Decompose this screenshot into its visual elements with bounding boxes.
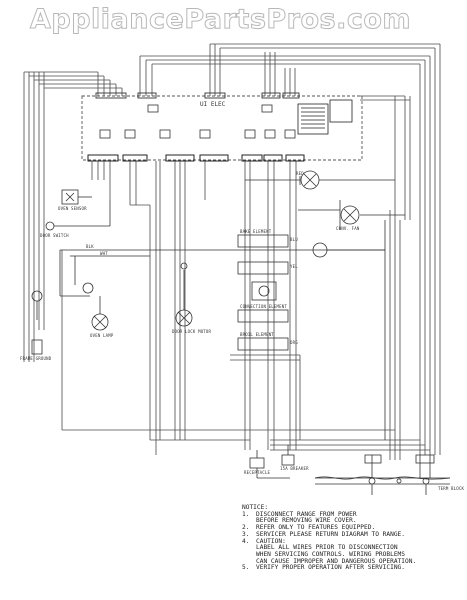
element-stack <box>237 176 340 351</box>
receptacle <box>249 450 290 479</box>
breaker-label: 15A BREAKER <box>280 466 309 471</box>
notice-title: NOTICE: <box>242 504 269 511</box>
notice-item: 4.CAUTION: <box>242 537 286 545</box>
convection-fan <box>300 170 395 190</box>
wire-color-label: YEL <box>290 264 298 269</box>
frame-ground <box>31 290 43 355</box>
terminal-block-label: TERM BLOCK <box>438 486 465 491</box>
receptacle-label: RECEPTACLE <box>244 470 271 475</box>
wire-color-label: BLU <box>290 237 298 242</box>
door-lock-label: DOOR LOCK MOTOR <box>172 329 212 334</box>
right-wire-bundle <box>360 44 441 455</box>
oven-lamp-assembly <box>59 249 385 331</box>
door-switch-label: DOOR SWITCH <box>40 233 69 238</box>
oven-fan-motor <box>339 200 405 230</box>
oven-sensor <box>61 189 92 205</box>
oven-sensor-label: OVEN SENSOR <box>58 206 87 211</box>
door-switch <box>45 200 111 231</box>
board-output-wires <box>91 161 297 450</box>
breaker <box>281 445 295 466</box>
terminal-block <box>314 454 451 495</box>
broil-element <box>312 220 386 440</box>
notice-line: BEFORE REMOVING WIRE COVER. <box>256 517 357 525</box>
notice-item: 5.VERIFY PROPER OPERATION AFTER SERVICIN… <box>242 564 406 572</box>
door-lock-motor <box>175 262 193 327</box>
notice-item: 3.SERVICER PLEASE RETURN DIAGRAM TO RANG… <box>242 530 406 538</box>
broil-element-label: BROIL ELEMENT <box>240 332 274 337</box>
notice-item: 2.REFER ONLY TO FEATURES EQUIPPED. <box>242 524 376 532</box>
notice-block: NOTICE: 1.DISCONNECT RANGE FROM POWER BE… <box>242 504 462 572</box>
notice-line: LABEL ALL WIRES PRIOR TO DISCONNECTION <box>256 544 398 552</box>
wire-color-label: ORG <box>290 340 298 345</box>
frame-ground-label: FRAME GROUND <box>20 356 52 361</box>
oven-lamp-label: OVEN LAMP <box>90 333 114 338</box>
left-wire-bundle <box>23 71 122 362</box>
notice-line: CAN CAUSE IMPROPER AND DANGEROUS OPERATI… <box>256 557 417 565</box>
wire-color-label: RED <box>296 171 304 176</box>
control-board <box>81 95 363 161</box>
relay-block <box>297 99 353 135</box>
control-label: UI ELEC <box>200 101 226 108</box>
bus-wires <box>61 204 430 460</box>
convection-fan-label: CONV. FAN <box>336 226 360 231</box>
top-wires <box>97 43 440 96</box>
convection-element-label: CONVECTION ELEMENT <box>240 304 287 309</box>
wire-color-label: WHT <box>100 251 108 256</box>
wire-color-label: BLK <box>86 244 94 249</box>
notice-line: WHEN SERVICING CONTROLS. WIRING PROBLEMS <box>256 550 406 558</box>
notice-item: 1.DISCONNECT RANGE FROM POWER <box>242 510 357 518</box>
bake-element-label: BAKE ELEMENT <box>240 229 272 234</box>
